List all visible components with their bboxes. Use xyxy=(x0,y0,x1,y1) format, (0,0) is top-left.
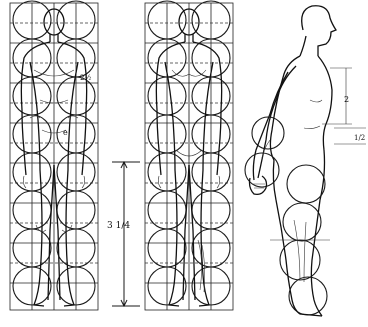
front-view-grid xyxy=(10,3,98,310)
side-view-hand xyxy=(250,176,267,194)
small-mark-1: e xyxy=(63,128,68,137)
side-view-head xyxy=(300,6,336,56)
side-view-arm xyxy=(245,66,296,187)
back-view-figure xyxy=(145,1,233,310)
side-view-torso xyxy=(270,56,332,200)
side-view-legs xyxy=(276,200,322,316)
small-mark-2: 2½ xyxy=(80,74,91,82)
height-dimension-marker xyxy=(112,162,140,306)
arm-annotation: 2 xyxy=(344,95,349,104)
forearm-annotation: 1/2 xyxy=(354,134,365,142)
height-annotation: 3 1/4 xyxy=(107,221,130,231)
front-view-figure: e 2½ xyxy=(10,1,98,310)
side-view-figure: 2 1/2 xyxy=(245,6,366,316)
